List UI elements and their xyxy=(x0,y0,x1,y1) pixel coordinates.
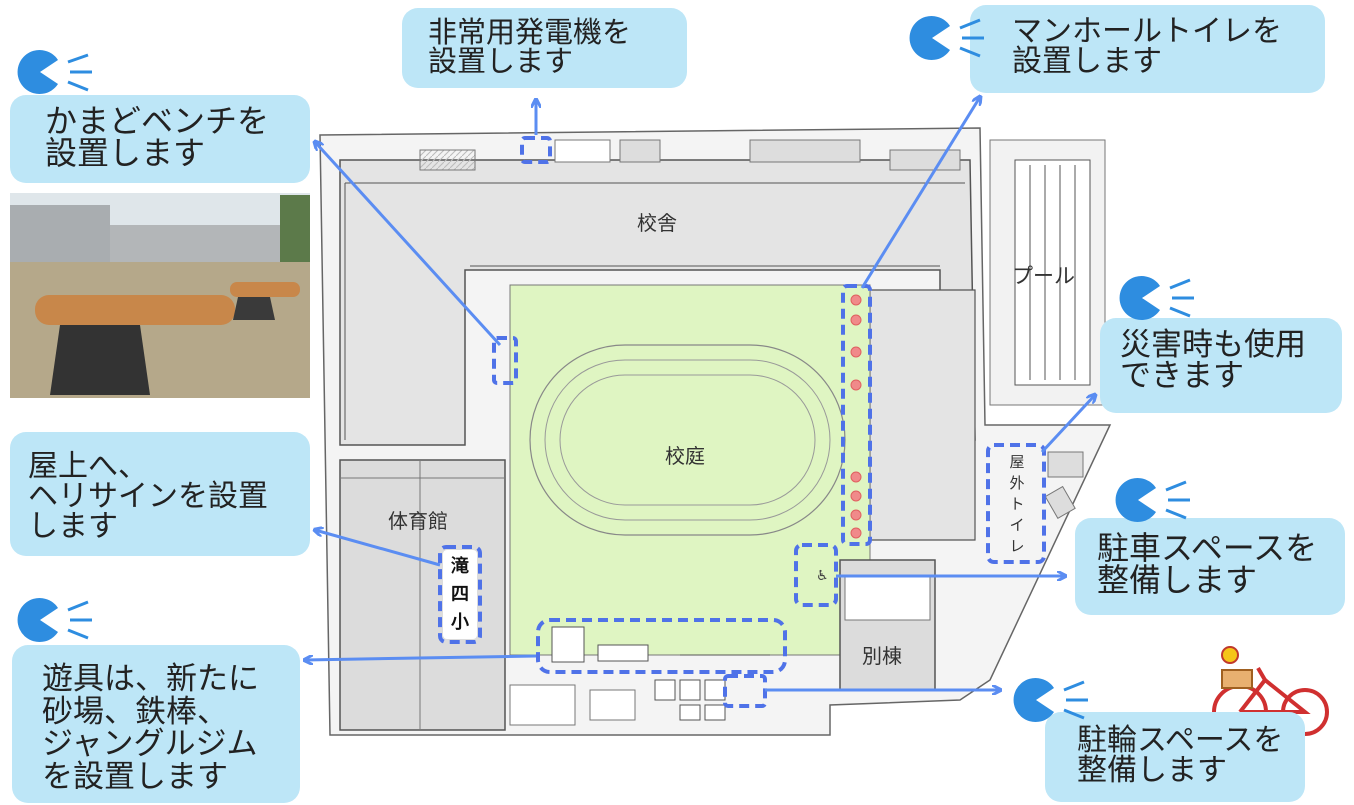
east-wing xyxy=(869,289,976,541)
callout-generator: 非常用発電機を 設置します xyxy=(402,8,687,88)
label-gym: 体育館 xyxy=(388,509,448,533)
callout-parking: 駐車スペースを 整備します xyxy=(1075,518,1345,615)
flower-icon xyxy=(1221,646,1239,664)
generator-highlight xyxy=(520,136,552,164)
callout-disaster-toilet: 災害時も使用 できます xyxy=(1100,318,1342,413)
label-school-name: 滝 四 小 xyxy=(451,556,469,633)
label-school-building: 校舎 xyxy=(637,211,677,235)
toilet-highlight xyxy=(986,443,1046,564)
bench-photo xyxy=(10,193,310,398)
bench-highlight xyxy=(492,336,518,385)
label-courtyard: 校庭 xyxy=(665,444,705,468)
callout-bicycle: 駐輪スペースを 整備します xyxy=(1045,712,1305,802)
callout-helisign: 屋上へ、 ヘリサインを設置 します xyxy=(10,432,310,556)
courtyard xyxy=(509,284,871,656)
label-outdoor-toilet: 屋 外 ト イ レ xyxy=(1009,453,1025,555)
arrow-playground xyxy=(305,654,537,660)
arrow-bench xyxy=(315,142,502,347)
callout-playground: 遊具は、新たに 砂場、鉄棒、 ジャングルジム を設置します xyxy=(12,645,300,803)
callout-bench: かまどベンチを 設置します xyxy=(10,95,310,183)
label-annex: 別棟 xyxy=(862,644,902,668)
arrow-helisign xyxy=(315,530,441,567)
gymnasium xyxy=(339,459,506,731)
manhole-highlight xyxy=(841,284,872,546)
accessible-parking-icon: ♿ xyxy=(816,568,829,584)
label-pool: プール xyxy=(1012,264,1075,288)
callout-manhole: マンホールトイレを 設置します xyxy=(970,5,1325,93)
helisign-highlight xyxy=(438,545,482,644)
playground-highlight xyxy=(536,618,787,674)
arrow-toilet xyxy=(1040,395,1095,454)
school-building xyxy=(339,159,976,446)
arrow-manhole xyxy=(860,97,980,289)
